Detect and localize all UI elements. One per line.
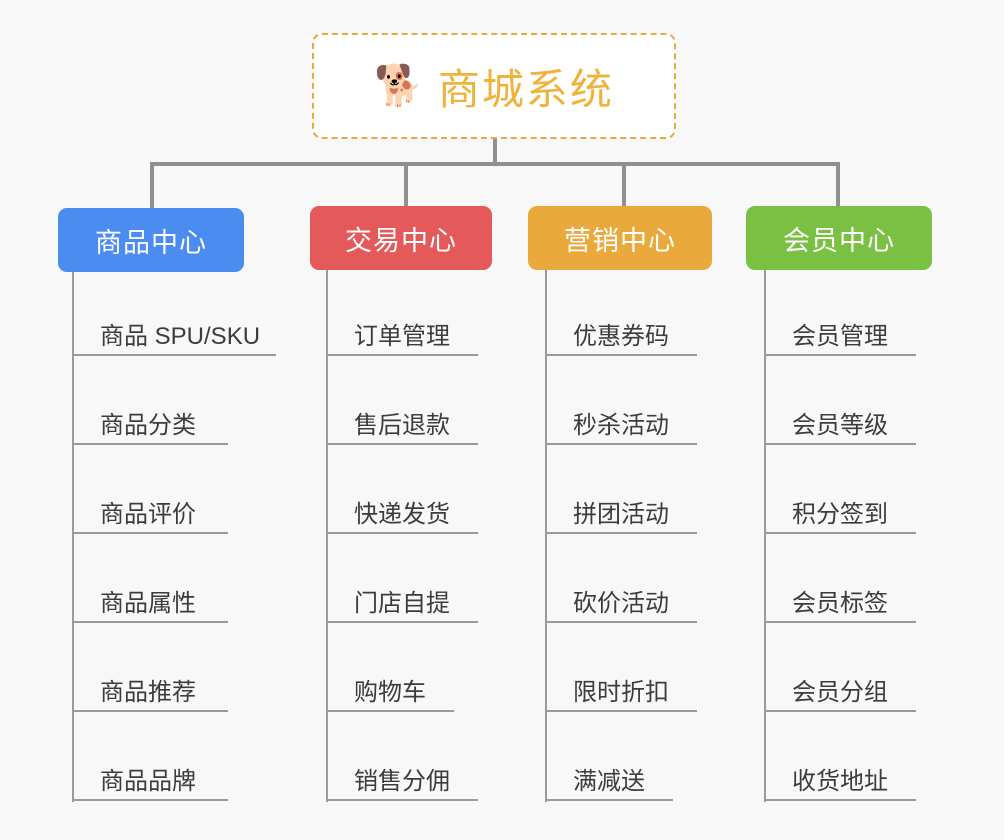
leaf-label: 购物车 [354,679,426,706]
column-spine-marketing-center [545,270,547,802]
leaf-item[interactable]: 会员管理 [764,312,916,356]
leaf-item[interactable]: 商品属性 [72,579,228,623]
leaf-label: 限时折扣 [573,679,669,706]
leaf-item[interactable]: 商品推荐 [72,668,228,712]
drop-connector-4 [836,162,840,210]
leaf-item[interactable]: 售后退款 [326,401,478,445]
leaf-item[interactable]: 砍价活动 [545,579,697,623]
root-title: 商城系统 [437,65,614,113]
horizontal-bus-connector [150,162,840,166]
leaf-label: 会员等级 [792,412,888,439]
leaf-label: 商品 SPU/SKU [100,323,261,350]
leaf-item[interactable]: 会员分组 [764,668,916,712]
root-node[interactable]: 🐕 商城系统 [312,33,676,139]
leaf-item[interactable]: 满减送 [545,757,673,801]
leaf-label: 商品属性 [100,590,196,617]
leaf-item[interactable]: 会员标签 [764,579,916,623]
leaf-label: 订单管理 [354,323,450,350]
leaf-label: 会员标签 [792,590,888,617]
leaf-label: 商品推荐 [100,679,196,706]
leaf-item[interactable]: 购物车 [326,668,454,712]
leaf-item[interactable]: 快递发货 [326,490,478,534]
leaf-label: 满减送 [573,768,645,795]
leaf-label: 商品品牌 [100,768,196,795]
category-header-marketing-center[interactable]: 营销中心 [528,206,712,270]
leaf-label: 商品分类 [100,412,196,439]
leaf-label: 会员分组 [792,679,888,706]
root-stem-connector [493,139,497,164]
leaf-item[interactable]: 商品分类 [72,401,228,445]
leaf-item[interactable]: 积分签到 [764,490,916,534]
leaf-label: 秒杀活动 [573,412,669,439]
leaf-item[interactable]: 限时折扣 [545,668,697,712]
category-title: 交易中心 [345,225,457,256]
shiba-dog-icon: 🐕 [374,64,424,108]
leaf-item[interactable]: 销售分佣 [326,757,478,801]
category-title: 会员中心 [783,225,895,256]
leaf-item[interactable]: 门店自提 [326,579,478,623]
leaf-item[interactable]: 收货地址 [764,757,916,801]
leaf-label: 砍价活动 [573,590,669,617]
leaf-item[interactable]: 拼团活动 [545,490,697,534]
leaf-item[interactable]: 商品 SPU/SKU [72,312,276,356]
category-header-product-center[interactable]: 商品中心 [58,208,244,272]
leaf-item[interactable]: 优惠券码 [545,312,697,356]
column-spine-member-center [764,270,766,802]
drop-connector-2 [404,162,408,210]
leaf-label: 商品评价 [100,501,196,528]
column-spine-trade-center [326,270,328,802]
category-title: 营销中心 [564,225,676,256]
drop-connector-1 [150,162,154,210]
leaf-item[interactable]: 商品评价 [72,490,228,534]
leaf-label: 销售分佣 [354,768,450,795]
drop-connector-3 [622,162,626,210]
leaf-item[interactable]: 订单管理 [326,312,478,356]
leaf-label: 会员管理 [792,323,888,350]
leaf-item[interactable]: 秒杀活动 [545,401,697,445]
leaf-label: 门店自提 [354,590,450,617]
leaf-label: 拼团活动 [573,501,669,528]
category-title: 商品中心 [95,227,207,258]
leaf-label: 售后退款 [354,412,450,439]
leaf-item[interactable]: 商品品牌 [72,757,228,801]
category-header-trade-center[interactable]: 交易中心 [310,206,492,270]
leaf-label: 快递发货 [354,501,450,528]
leaf-label: 优惠券码 [573,323,669,350]
column-spine-product-center [72,272,74,802]
leaf-label: 积分签到 [792,501,888,528]
category-header-member-center[interactable]: 会员中心 [746,206,932,270]
leaf-item[interactable]: 会员等级 [764,401,916,445]
leaf-label: 收货地址 [792,768,888,795]
